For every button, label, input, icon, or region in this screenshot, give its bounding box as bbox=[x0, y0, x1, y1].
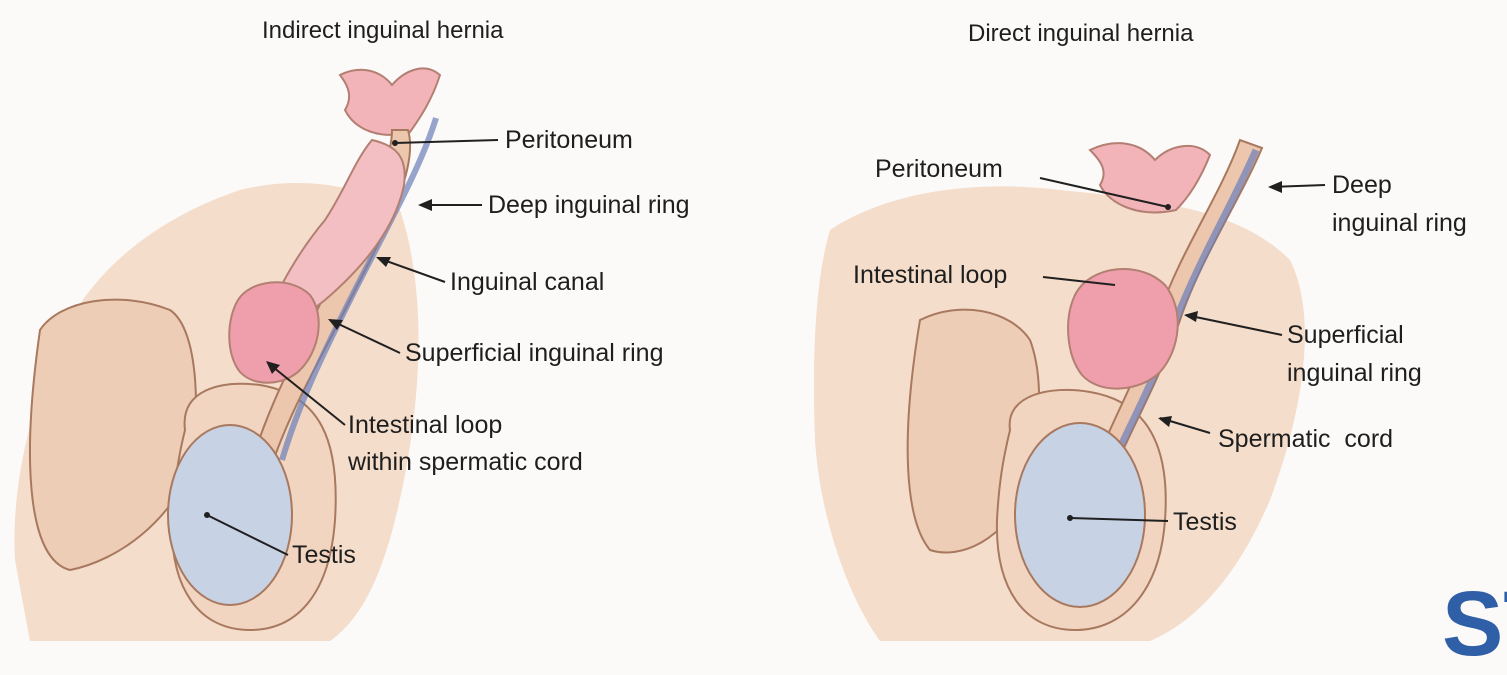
anatomy-illustration bbox=[0, 0, 1507, 641]
label-right-peritoneum: Peritoneum bbox=[875, 152, 1003, 186]
left-testis bbox=[168, 425, 292, 605]
label-right-intestinal-loop: Intestinal loop bbox=[853, 258, 1007, 292]
label-left-intestinal-loop-line2: within spermatic cord bbox=[348, 445, 583, 479]
label-right-deep-line2: inguinal ring bbox=[1332, 206, 1467, 240]
label-right-superficial-line2: inguinal ring bbox=[1287, 356, 1422, 390]
label-left-peritoneum: Peritoneum bbox=[505, 123, 633, 157]
left-peritoneum-fold bbox=[340, 68, 440, 134]
label-right-deep-line1: Deep bbox=[1332, 168, 1392, 202]
dot-left-testis bbox=[204, 512, 210, 518]
label-left-deep-inguinal-ring: Deep inguinal ring bbox=[488, 188, 690, 222]
right-panel-title: Direct inguinal hernia bbox=[968, 17, 1193, 51]
label-right-superficial-line1: Superficial bbox=[1287, 318, 1404, 352]
right-intestinal-loop bbox=[1068, 269, 1178, 389]
label-left-superficial-inguinal-ring: Superficial inguinal ring bbox=[405, 336, 663, 370]
arrow-left-deep-ring bbox=[418, 199, 432, 211]
right-illustration bbox=[814, 140, 1305, 641]
right-testis bbox=[1015, 423, 1145, 607]
dot-left-peritoneum bbox=[392, 140, 398, 146]
dot-right-testis bbox=[1067, 515, 1073, 521]
hernia-diagram: Indirect inguinal hernia Peritoneum Deep… bbox=[0, 0, 1507, 641]
label-left-testis: Testis bbox=[292, 538, 356, 572]
watermark-logo: ST bbox=[1442, 578, 1507, 670]
label-left-inguinal-canal: Inguinal canal bbox=[450, 265, 604, 299]
arrow-right-deep-ring bbox=[1268, 181, 1282, 193]
left-illustration bbox=[14, 68, 440, 641]
label-left-intestinal-loop-line1: Intestinal loop bbox=[348, 408, 502, 442]
label-right-testis: Testis bbox=[1173, 505, 1237, 539]
label-right-spermatic-cord: Spermatic cord bbox=[1218, 422, 1393, 456]
left-panel-title: Indirect inguinal hernia bbox=[262, 14, 504, 48]
dot-right-peritoneum bbox=[1165, 204, 1171, 210]
